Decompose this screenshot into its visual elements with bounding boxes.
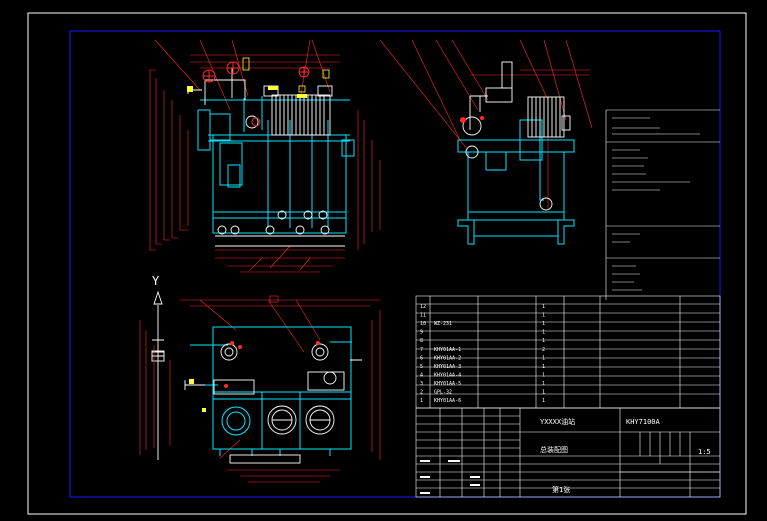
parts-cell-code: KHY01AA-4 — [434, 372, 461, 378]
drawing-scale: 1:5 — [698, 448, 711, 456]
outer-frame — [27, 12, 747, 515]
parts-cell-no: 11 — [420, 313, 426, 319]
parts-cell-qty: 1 — [542, 390, 545, 396]
drawing-subtitle: 总装配图 — [540, 445, 568, 454]
parts-cell-no: 4 — [420, 372, 423, 378]
parts-cell-qty: 1 — [542, 355, 545, 361]
parts-cell-qty: 1 — [542, 304, 545, 310]
parts-cell-code: KHY01AA-2 — [434, 355, 461, 361]
parts-cell-qty: 1 — [542, 364, 545, 370]
parts-cell-code: KHY01AA-1 — [434, 347, 461, 353]
front-view — [149, 39, 381, 273]
parts-cell-no: 7 — [420, 347, 423, 353]
inner-frame — [69, 30, 721, 498]
parts-cell-no: 9 — [420, 330, 423, 336]
technical-notes — [605, 109, 720, 300]
parts-cell-code: KHY01AA-5 — [434, 381, 461, 387]
parts-cell-no: 1 — [420, 398, 423, 404]
parts-cell-qty: 1 — [542, 398, 545, 404]
top-view: Y — [139, 274, 381, 483]
parts-cell-code: WZ-231 — [434, 321, 452, 327]
parts-cell-no: 5 — [420, 364, 423, 370]
parts-cell-qty: 1 — [542, 372, 545, 378]
title-block — [415, 407, 721, 498]
parts-cell-qty: 1 — [542, 321, 545, 327]
parts-cell-code: KHY01AA-6 — [434, 398, 461, 404]
parts-cell-qty: 1 — [542, 330, 545, 336]
parts-cell-no: 6 — [420, 355, 423, 361]
parts-cell-no: 12 — [420, 304, 426, 310]
parts-cell-qty: 1 — [542, 381, 545, 387]
drawing-number: KHY7100A — [626, 418, 661, 426]
parts-cell-no: 3 — [420, 381, 423, 387]
parts-cell-qty: 1 — [542, 338, 545, 344]
parts-cell-no: 10 — [420, 321, 426, 327]
sheet-number: 第1张 — [552, 485, 570, 494]
side-view — [379, 39, 593, 245]
drawing-title: YXXXX油站 — [540, 417, 575, 426]
parts-cell-code: GPL-32 — [434, 390, 452, 396]
parts-cell-code: KHY01AA-3 — [434, 364, 461, 370]
parts-cell-no: 8 — [420, 338, 423, 344]
parts-cell-qty: 2 — [542, 347, 545, 353]
parts-cell-qty: 1 — [542, 313, 545, 319]
parts-cell-no: 2 — [420, 390, 423, 396]
axis-label-y: Y — [152, 274, 160, 288]
